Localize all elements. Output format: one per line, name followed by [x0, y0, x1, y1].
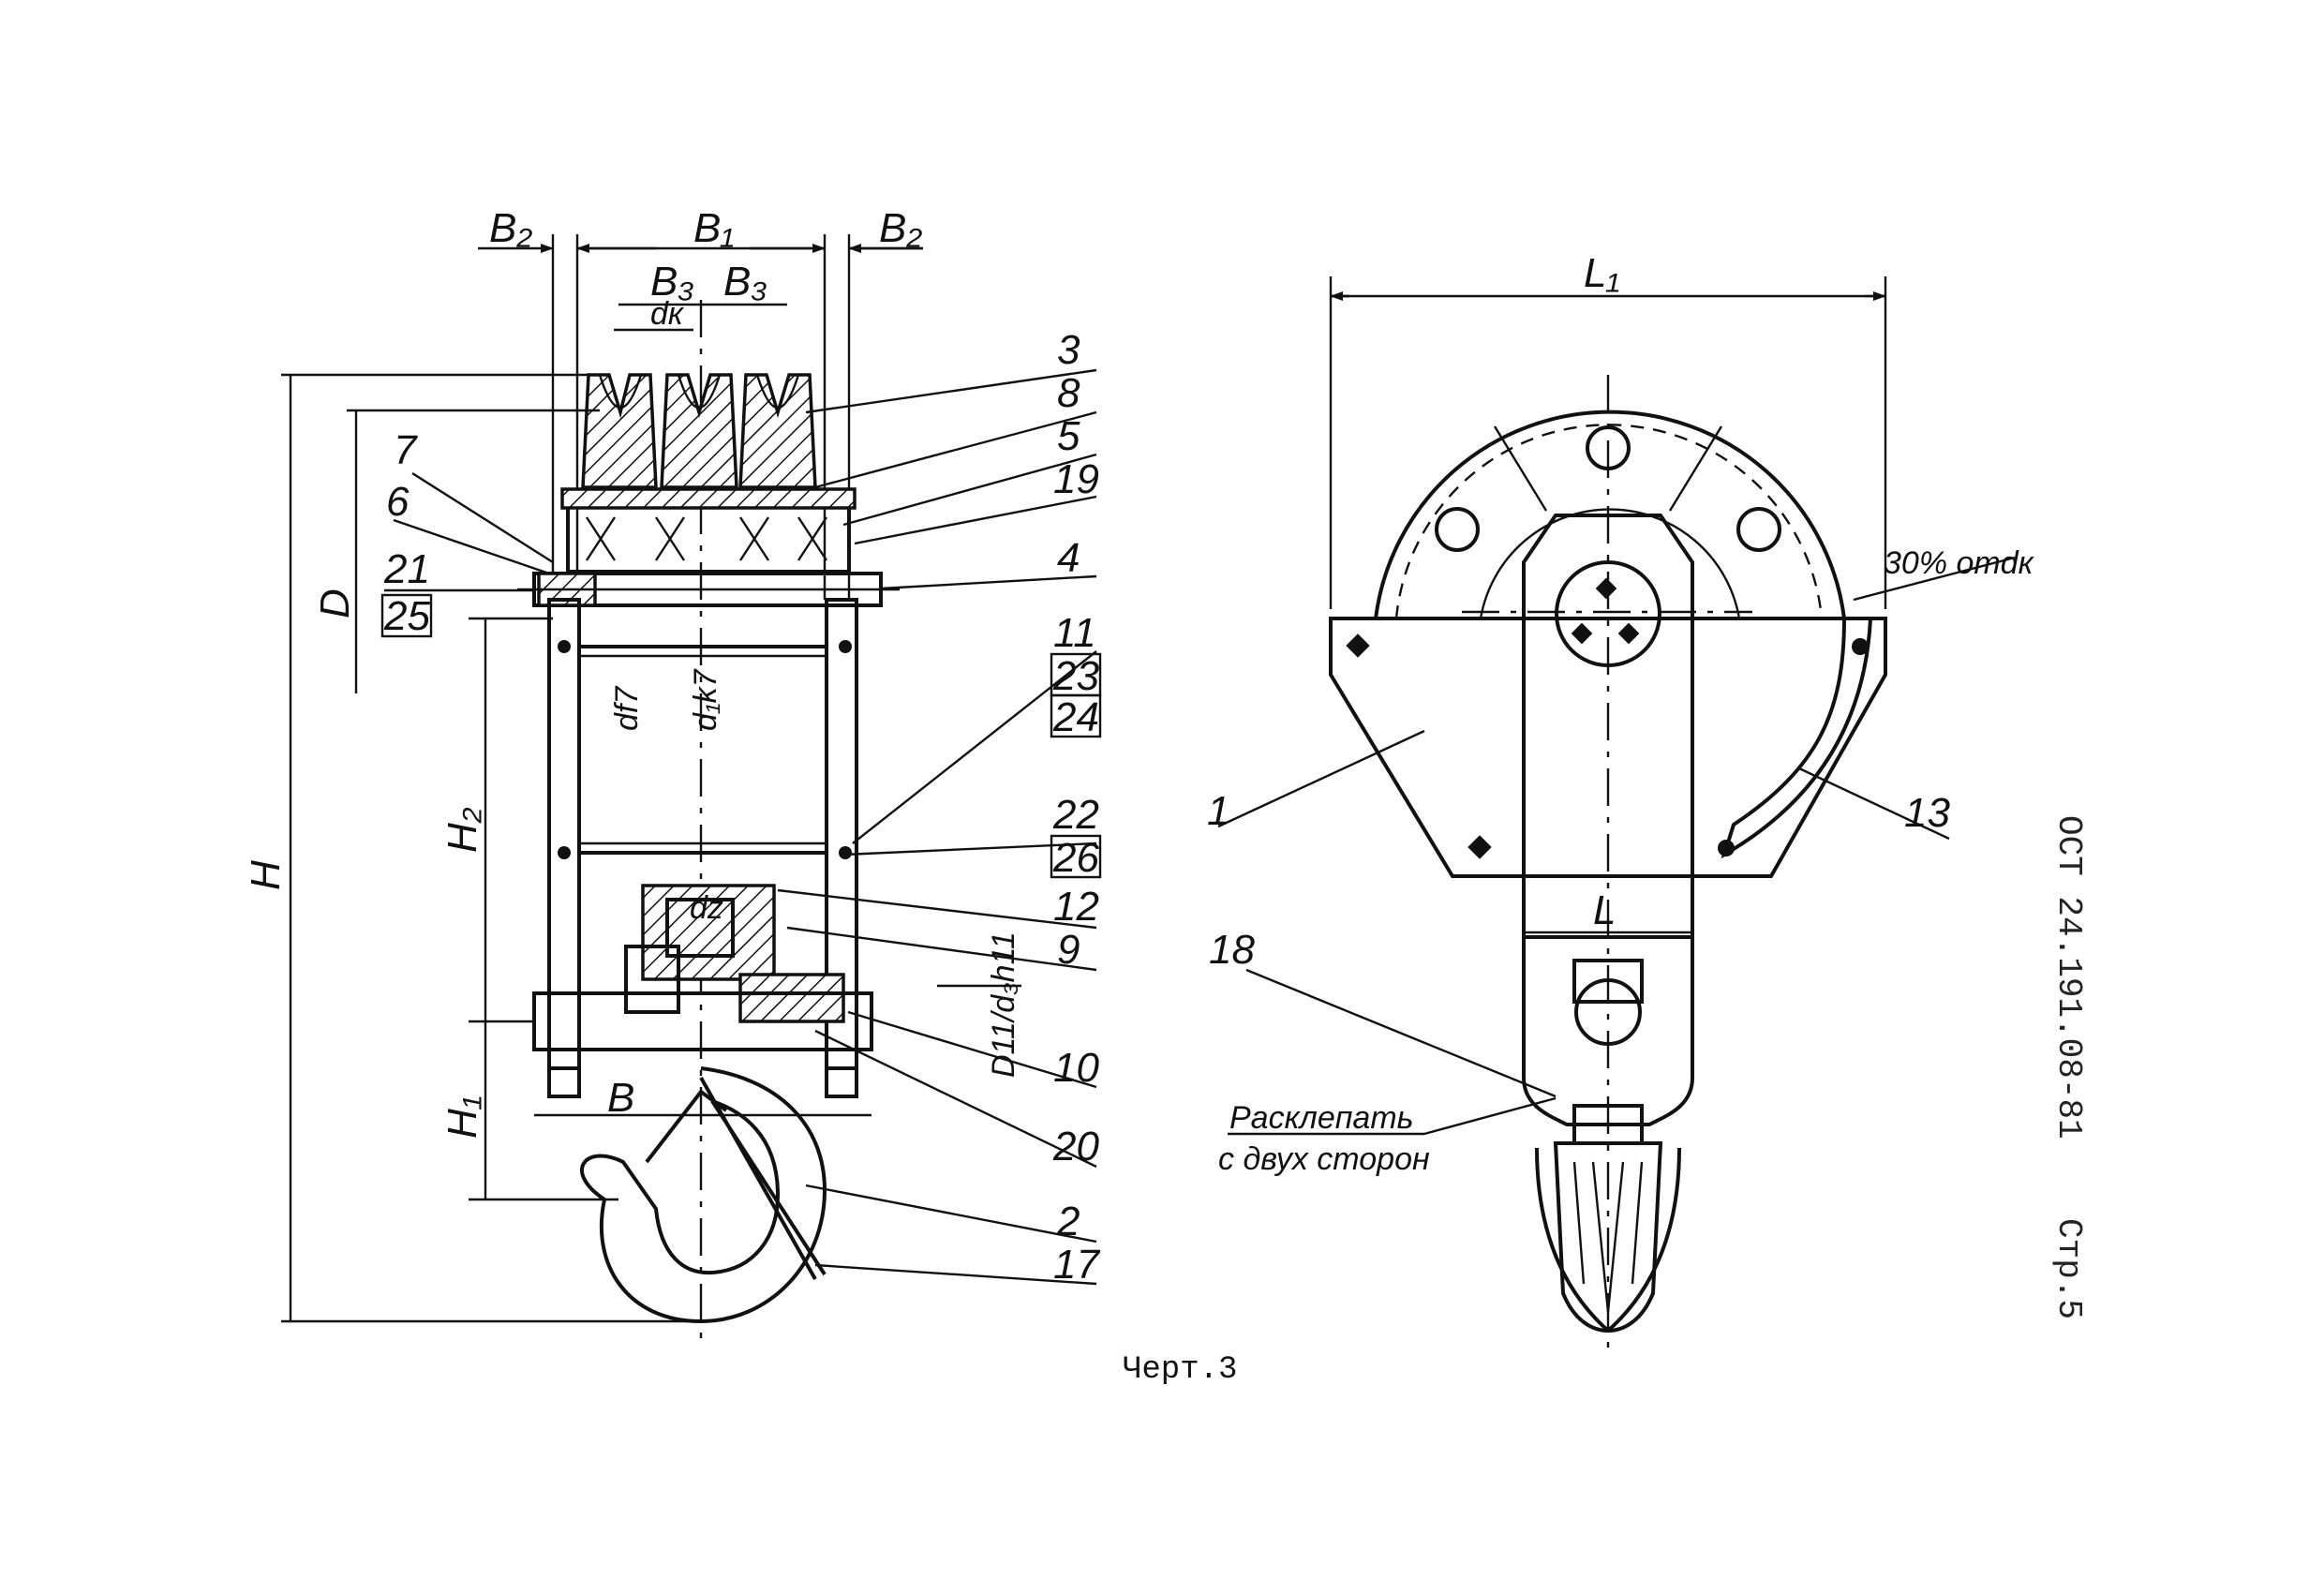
- callout-24: 24: [1052, 694, 1099, 740]
- callout-6: 6: [386, 479, 410, 525]
- dim-top: B₂ B₁ B₂ B₃ B₃ dк: [478, 205, 923, 600]
- note-line2: с двух сторон: [1218, 1141, 1430, 1177]
- callout-18: 18: [1209, 927, 1255, 973]
- callout-10: 10: [1053, 1045, 1099, 1091]
- callout-7: 7: [394, 427, 418, 473]
- dim-b2-right: B₂: [879, 205, 922, 251]
- traverse: [532, 884, 873, 1098]
- callout-20: 20: [1052, 1124, 1099, 1169]
- standard-code: ОСТ 24.191.08-81: [2049, 815, 2088, 1140]
- dim-h2: H₂: [439, 807, 485, 853]
- dim-b: B: [607, 1075, 634, 1121]
- callout-25: 25: [383, 593, 430, 639]
- dim-df7: df7: [609, 686, 645, 731]
- front-view: B₂ B₁ B₂ B₃ B₃ dк: [243, 205, 1102, 1349]
- note-percent: 30% отdк: [1884, 545, 2035, 581]
- callout-3: 3: [1057, 327, 1080, 373]
- dim-h: H: [243, 860, 289, 890]
- sheaves: [560, 373, 857, 574]
- callout-19: 19: [1053, 456, 1099, 502]
- side-view: L₁ L: [1207, 250, 2035, 1349]
- dim-l1: L₁: [1584, 250, 1619, 296]
- dim-h1: H₁: [439, 1095, 485, 1139]
- callout-26: 26: [1052, 835, 1099, 881]
- callout-9: 9: [1057, 927, 1080, 973]
- callout-21: 21: [383, 546, 430, 592]
- callout-17: 17: [1053, 1242, 1100, 1288]
- figure-caption: Черт.3: [1123, 1352, 1237, 1388]
- callout-12: 12: [1053, 884, 1099, 930]
- page-ref: Стр.5: [2049, 1218, 2088, 1319]
- dim-dk: dк: [650, 296, 685, 332]
- callout-23: 23: [1052, 653, 1099, 699]
- callout-4: 4: [1057, 535, 1080, 581]
- callout-13: 13: [1904, 790, 1950, 836]
- callout-1: 1: [1207, 788, 1229, 834]
- dim-d1k7: d₁k7: [688, 668, 723, 731]
- standard-block: ОСТ 24.191.08-81 Стр.5: [2049, 815, 2088, 1319]
- dim-l: L: [1593, 887, 1616, 933]
- dim-b2-left: B₂: [489, 205, 532, 251]
- dim-b3-left: B₃: [650, 259, 694, 305]
- dim-dz: dz: [690, 890, 723, 926]
- callout-2: 2: [1056, 1199, 1080, 1244]
- callout-11: 11: [1053, 610, 1096, 656]
- hook: [580, 1066, 827, 1324]
- dim-b1: B₁: [693, 205, 734, 251]
- callout-5: 5: [1057, 413, 1080, 459]
- dim-b3-right: B₃: [723, 259, 767, 305]
- callout-8: 8: [1057, 370, 1080, 416]
- callout-22: 22: [1052, 792, 1099, 838]
- callouts-right: 3 8 5 19 4 11 23 24 22 26 12 9 10 20 2 1…: [777, 327, 1102, 1288]
- callouts-left: 7 6 21 25: [380, 427, 554, 639]
- note-line1: Расклепать: [1229, 1100, 1414, 1136]
- dim-d: D: [312, 588, 358, 618]
